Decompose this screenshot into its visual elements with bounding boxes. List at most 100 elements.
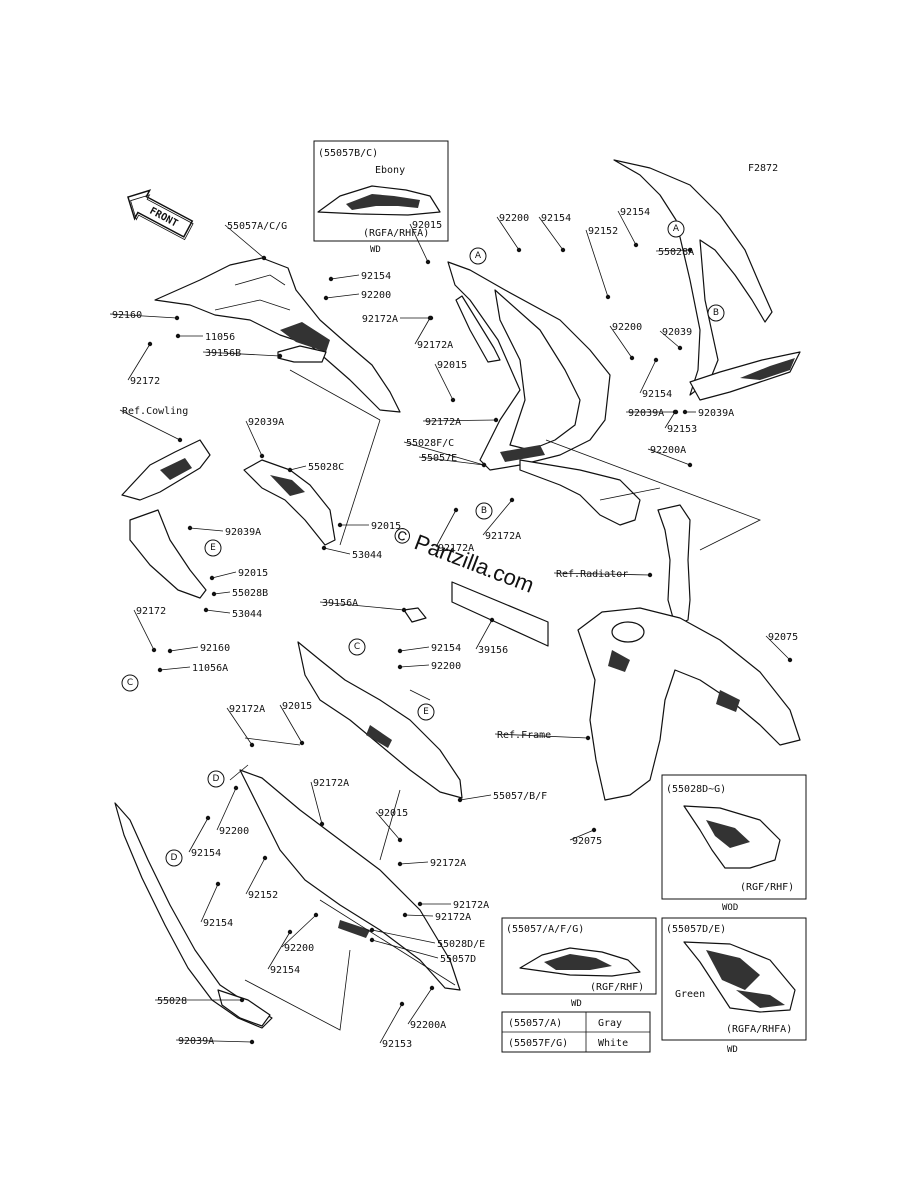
- diagram-code: F2872: [748, 163, 778, 174]
- part-label: 92153: [382, 1039, 412, 1050]
- inset-d-e-tag: WD: [727, 1045, 738, 1055]
- leader-line: [407, 987, 433, 1025]
- fastener-dot: [397, 664, 403, 670]
- part-label: 92152: [588, 226, 618, 237]
- inset-a-f-g: (55057/A/F/G) (RGF/RHF) WD: [501, 917, 657, 1009]
- leader-line: [496, 216, 520, 251]
- leader-line: [664, 411, 676, 429]
- leader-line: [175, 1039, 253, 1043]
- fastener-dot: [450, 397, 456, 403]
- fastener-dot: [647, 572, 653, 578]
- leader-line: [553, 572, 651, 576]
- fastener-dot: [672, 409, 678, 415]
- part-label: 92154: [541, 213, 571, 224]
- fastener-dot: [175, 333, 181, 339]
- leader-line: [200, 883, 219, 923]
- fastener-dot: [233, 785, 239, 791]
- fastener-dot: [399, 1001, 405, 1007]
- fastener-dot: [397, 861, 403, 867]
- part-label: 92200: [499, 213, 529, 224]
- front-arrow-icon: FRONT: [127, 189, 194, 241]
- leader-line: [279, 704, 303, 744]
- svg-text:C: C: [354, 642, 360, 652]
- part-label: 53044: [232, 609, 262, 620]
- fastener-dot: [585, 735, 591, 741]
- fastener-dot: [262, 855, 268, 861]
- part-label: 92015: [282, 701, 312, 712]
- radiator-shroud: [657, 504, 691, 626]
- part-label: 39156B: [205, 348, 241, 359]
- part-label: 92039: [662, 327, 692, 338]
- leader-line: [655, 249, 691, 252]
- inset-top-tag: WD: [370, 245, 381, 255]
- part-label: 92172A: [313, 778, 349, 789]
- part-label: 92039A: [225, 527, 261, 538]
- leader-line: [422, 419, 497, 422]
- part-label: 92172A: [435, 912, 471, 923]
- fastener-dot: [633, 242, 639, 248]
- color-row-1-color: Gray: [598, 1018, 622, 1029]
- part-label: 92015: [412, 220, 442, 231]
- part-label: 55057D: [440, 954, 476, 965]
- leader-line: [404, 914, 434, 917]
- fastener-dot: [277, 353, 283, 359]
- part-label: 92015: [238, 568, 268, 579]
- leader-line: [399, 861, 429, 865]
- inset-d-e-code: (55057D/E): [666, 924, 726, 935]
- part-label: 55028A: [658, 247, 694, 258]
- color-table: (55057/A) Gray (55057F/G) White: [501, 1011, 651, 1053]
- duct-39156b: [277, 345, 327, 363]
- fastener-dot: [313, 912, 319, 918]
- fastener-dot: [489, 617, 495, 623]
- svg-text:D: D: [213, 774, 220, 784]
- svg-text:B: B: [713, 308, 719, 318]
- part-label: 92152: [248, 890, 278, 901]
- inset-d-e: (55057D/E) Green (RGFA/RHFA) WD: [661, 917, 807, 1055]
- part-label: 55028C: [308, 462, 344, 473]
- part-label: 92154: [191, 848, 221, 859]
- part-label: 55057E: [421, 453, 457, 464]
- fastener-dot: [147, 341, 153, 347]
- leader-line: [188, 817, 209, 853]
- part-label: 92154: [361, 271, 391, 282]
- part-label: 92015: [378, 808, 408, 819]
- fastener-dot: [493, 417, 499, 423]
- part-labels: 55057A/C/G921549220092172A92160110563915…: [109, 207, 798, 1050]
- fastener-dot: [629, 355, 635, 361]
- fastener-dot: [369, 927, 375, 933]
- part-label: 11056A: [192, 663, 228, 674]
- leader-line: [281, 914, 317, 948]
- fastener-dot: [319, 821, 325, 827]
- leader-lines: [229, 369, 762, 1031]
- leader-line: [765, 635, 791, 661]
- part-label: 11056: [205, 332, 235, 343]
- part-label: 92039A: [178, 1036, 214, 1047]
- part-55028c: [243, 459, 336, 546]
- leader-line: [494, 733, 589, 739]
- fastener-dot: [369, 937, 375, 943]
- part-label: 92154: [270, 965, 300, 976]
- fastener-dot: [591, 827, 597, 833]
- part-label: 92075: [768, 632, 798, 643]
- inset-a-f-g-tag: WD: [571, 999, 582, 1009]
- part-label: 92015: [371, 521, 401, 532]
- inset-d-e-color: Green: [675, 989, 705, 1000]
- leader-line: [127, 343, 151, 381]
- fastener-dot: [239, 997, 245, 1003]
- part-label: 55028B: [232, 588, 268, 599]
- svg-text:B: B: [481, 506, 487, 516]
- color-row-2-code: (55057F/G): [508, 1038, 568, 1049]
- fastener-dot: [287, 929, 293, 935]
- leader-line: [109, 313, 178, 319]
- inset-top-model: (RGFA/RHFA): [363, 228, 429, 239]
- fastener-dot: [457, 797, 463, 803]
- leader-line: [224, 224, 265, 259]
- inset-a-f-g-model: (RGF/RHF): [590, 982, 644, 993]
- leader-line: [434, 363, 454, 401]
- fastener-dot: [187, 525, 193, 531]
- leader-line: [414, 317, 431, 345]
- leader-line: [482, 499, 513, 536]
- inset-d-g-tag: WOD: [722, 903, 738, 913]
- callout-b: B: [707, 304, 725, 322]
- fastener-dot: [687, 247, 693, 253]
